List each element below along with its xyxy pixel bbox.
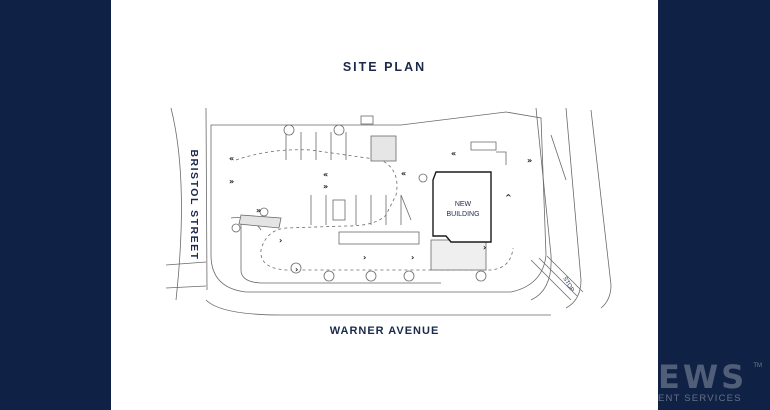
arrow-left: « bbox=[229, 154, 234, 163]
menu-board bbox=[496, 151, 507, 165]
site-plan-title: SITE PLAN bbox=[342, 60, 427, 74]
tree bbox=[283, 124, 295, 136]
arrow-up: › bbox=[295, 265, 298, 274]
walkway bbox=[338, 231, 420, 245]
arrow-left: « bbox=[323, 170, 328, 179]
arrow-right: » bbox=[323, 182, 328, 191]
drive-aisle bbox=[235, 149, 514, 271]
hatched-area bbox=[370, 135, 397, 162]
site-boundary bbox=[210, 111, 547, 293]
order-canopy bbox=[470, 141, 497, 151]
landscape-strip bbox=[240, 222, 441, 284]
right-road-edge-1 bbox=[530, 107, 552, 301]
patio-area bbox=[430, 239, 487, 271]
stop-marker: STOP bbox=[561, 276, 574, 293]
logo-mark: EWS bbox=[658, 362, 748, 396]
tree bbox=[418, 173, 428, 183]
arrow-right: » bbox=[229, 177, 234, 186]
right-median bbox=[550, 134, 567, 181]
site-plan-sheet: SITE PLAN BRISTOL STREET WARNER AVENUE bbox=[111, 0, 658, 410]
tree bbox=[333, 124, 345, 136]
arrow-right: » bbox=[256, 206, 261, 215]
parking-stalls-top bbox=[285, 132, 347, 160]
corner-crosswalk bbox=[530, 255, 584, 301]
right-road-edge-2 bbox=[565, 107, 582, 309]
arrow-down: › bbox=[279, 236, 282, 245]
logo-trademark: TM bbox=[753, 363, 762, 369]
arrow-left: « bbox=[451, 149, 456, 158]
side-road-line-2 bbox=[165, 285, 207, 289]
tree bbox=[231, 223, 241, 233]
parking-stalls-middle bbox=[310, 195, 402, 225]
tree bbox=[323, 270, 335, 282]
site-plan-drawing: NEW BUILDING « » « » « « » » › › bbox=[165, 107, 612, 316]
arrow-right: › bbox=[483, 243, 486, 252]
parking-island bbox=[332, 199, 346, 221]
company-logo: EWS TM ENT SERVICES bbox=[658, 362, 770, 410]
bottom-road-edge bbox=[205, 299, 551, 316]
tree bbox=[365, 270, 377, 282]
arrow-right: › bbox=[411, 253, 414, 262]
tree bbox=[475, 270, 487, 282]
arrow-right: » bbox=[527, 156, 532, 165]
warner-avenue-label: WARNER AVENUE bbox=[329, 325, 440, 337]
traffic-arrows: « » « » « « » » › › › › › ^ bbox=[229, 149, 532, 274]
building-label-line1: NEW bbox=[455, 201, 472, 208]
new-building: NEW BUILDING bbox=[432, 171, 492, 243]
crosswalk bbox=[238, 214, 282, 229]
trees bbox=[231, 124, 487, 282]
building-label-line2: BUILDING bbox=[446, 211, 479, 218]
tree bbox=[403, 270, 415, 282]
drive-thru-edge bbox=[400, 194, 412, 221]
side-road-line-1 bbox=[165, 261, 207, 266]
arrow-up: ^ bbox=[505, 193, 512, 202]
left-road-edge bbox=[170, 107, 182, 301]
tree bbox=[290, 262, 302, 274]
arrow-up: « bbox=[401, 169, 406, 178]
arrow-right: › bbox=[363, 253, 366, 262]
stop-label: STOP bbox=[561, 276, 574, 293]
right-road-edge-3 bbox=[590, 109, 612, 309]
left-curb bbox=[205, 107, 208, 291]
tree bbox=[259, 207, 269, 217]
logo-subtitle: ENT SERVICES bbox=[658, 393, 742, 404]
trash-enclosure bbox=[360, 115, 374, 125]
